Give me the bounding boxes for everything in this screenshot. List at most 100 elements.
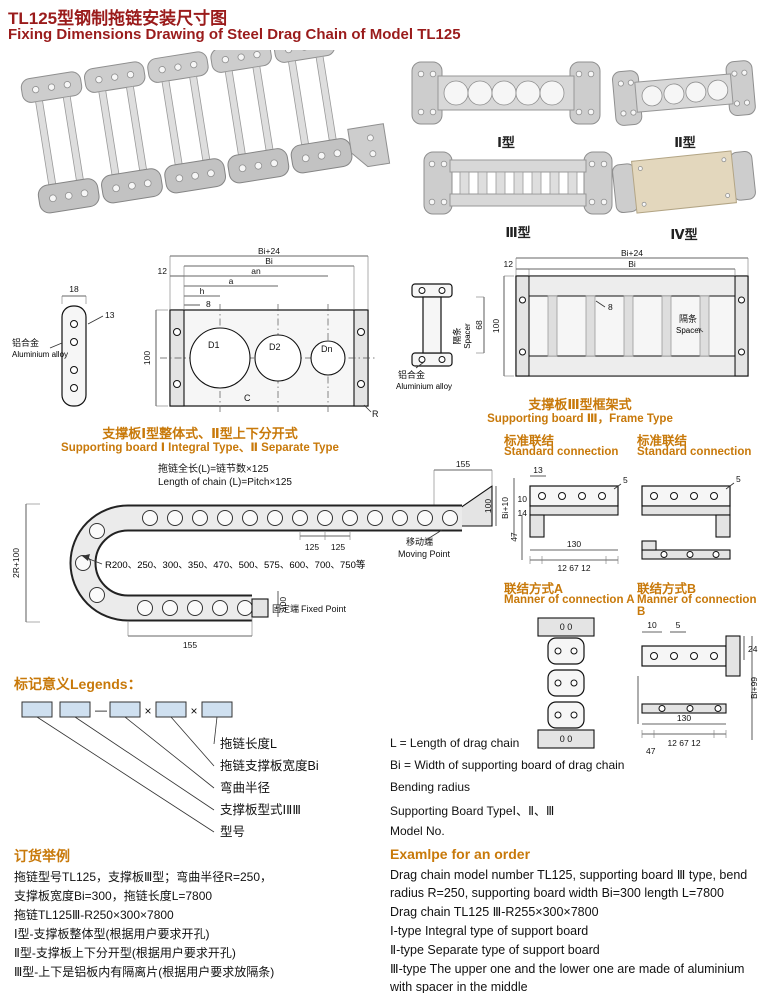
dim-14-label-a: 14 [518, 508, 528, 518]
legend-row-board-type-en: Supporting Board TypeⅠ、Ⅱ、Ⅲ [390, 804, 555, 818]
order-en-line: Drag chain TL125 Ⅲ-R255×300×7800 [390, 905, 599, 919]
legend-diagram: — × × 拖链长度L 拖链支撑板宽度Bi 弯曲半径 支撑板型式ⅠⅡⅢ 型号 [21, 701, 319, 839]
dim-5-label-mb: 5 [676, 620, 681, 630]
legend-box-model [21, 701, 53, 718]
dim-68-label: 68 [474, 320, 484, 330]
photo-type-4 [612, 150, 756, 214]
drawing-manner-connection-b: 10 5 24 Bi+99 130 12 67 12 47 [637, 620, 759, 756]
dim-a-label: a [229, 276, 234, 286]
legend-box-board-type [59, 701, 91, 718]
drawing1-caption-en: Supporting board Ⅰ Integral Type、Ⅱ Separ… [61, 442, 339, 454]
photo-type-1 [411, 61, 601, 125]
drawing-std-connection-a: Bi+10 13 10 14 5 130 12 67 12 47 [500, 465, 628, 573]
material-label-en-2: Aluminium alloy [396, 382, 452, 391]
dim-155-bottom-label: 155 [183, 640, 197, 650]
order-example-title-zh: 订货举例 [14, 848, 70, 864]
dim-47-label-mb: 47 [646, 746, 656, 756]
label-r: R [372, 409, 379, 419]
dim-13-label: 13 [105, 310, 115, 320]
dim-24-label-mb: 24 [748, 644, 758, 654]
legend-sep-x2: × [190, 704, 197, 718]
legend-sep-dash: — [95, 703, 107, 717]
legend-row-length-en: L = Length of drag chain [390, 736, 520, 750]
spacer-side-label-en: Spacer [463, 323, 472, 349]
dim-130-label-mb: 130 [677, 713, 691, 723]
dim-12-label-2: 12 [504, 259, 514, 269]
dim-5-label-a: 5 [623, 475, 628, 485]
dim-2r100-label: 2R+100 [11, 548, 21, 578]
order-en-line: Drag chain model number TL125, supportin… [390, 868, 748, 900]
crossbars [35, 55, 337, 186]
dim-bi-label-2: Bi [628, 259, 636, 269]
radius-values-label: R200、250、300、350、470、500、575、600、700、750… [105, 559, 366, 571]
spacer-side-label-zh: 隔条 [452, 327, 462, 345]
order-zh-line: Ⅰ型-支撑板整体型(根据用户要求开孔) [14, 927, 210, 941]
dim-an-label: an [251, 266, 261, 276]
chain-link-holes [75, 510, 458, 616]
chain-assembly [20, 50, 391, 214]
dim-bi24-label-2: Bi+24 [621, 250, 643, 258]
legend-row-board-type-zh: 支撑板型式ⅠⅡⅢ [220, 802, 301, 817]
order-en-line: Ⅰ-type Integral type of support board [390, 924, 589, 938]
legend-box-length [201, 701, 233, 718]
manner-b-en: Manner of connection B [637, 594, 757, 618]
order-en-line: Ⅲ-type The upper one and the lower one a… [390, 962, 745, 993]
dim-100-right-label: 100 [483, 499, 493, 513]
fixed-point-label-zh: 固定端 [272, 603, 299, 614]
dim-125-label-1: 125 [305, 542, 319, 552]
dim-10-label-mb: 10 [647, 620, 657, 630]
photo-type-3-label: Ⅲ型 [505, 225, 531, 240]
hole-d2-label: D2 [269, 342, 281, 352]
dim-8-label-2: 8 [608, 302, 613, 312]
near-rail [37, 138, 353, 214]
dim-10-label-a: 10 [518, 494, 528, 504]
legend-row-width-zh: 拖链支撑板宽度Bi [220, 758, 319, 773]
drawing-std-connection-b: 5 [641, 474, 741, 560]
photo-type-3 [423, 151, 613, 215]
dim-seg-label-a: 12 67 12 [557, 563, 590, 573]
dim-100-label: 100 [142, 351, 152, 365]
fixed-point-label-en: Fixed Point [301, 604, 347, 614]
order-zh-line: 拖链型号TL125，支撑板Ⅲ型；弯曲半径R=250， [14, 870, 272, 884]
dim-47-label-a: 47 [509, 532, 519, 542]
manner-a-en: Manner of connection A [504, 594, 635, 606]
manner-b-zh: 联结方式B [637, 582, 697, 596]
std-connection-a-zh: 标准联结 [504, 434, 555, 448]
std-connection-b-zh: 标准联结 [637, 434, 688, 448]
dim-bi99-label-mb: Bi+99 [749, 677, 759, 699]
drawing-support-board-1-2: 18 13 铝合金 Aluminium alloy D1 D2 Dn C R B… [12, 248, 379, 419]
hole-d1-label: D1 [208, 340, 220, 350]
moving-point-label-zh: 移动端 [406, 536, 433, 547]
legend-box-radius [109, 701, 141, 718]
far-rail [20, 50, 336, 103]
drawing1-caption-zh: 支撑板Ⅰ型整体式、Ⅱ型上下分开式 [102, 426, 298, 441]
front-view-frame: 8 隔条 Spacer [515, 275, 749, 377]
chain-formula-zh: 拖链全长(L)=链节数×125 [158, 462, 269, 475]
drawing-support-board-3: 隔条 Spacer 68 铝合金 Aluminium alloy 8 隔条 Sp… [396, 250, 749, 391]
label-c: C [244, 393, 251, 403]
holes-label-bottom: 0 0 [560, 734, 573, 744]
dim-125-label-2: 125 [331, 542, 345, 552]
legend-row-width-en: Bi = Width of supporting board of drag c… [390, 758, 625, 772]
order-zh-line: 拖链TL125Ⅲ-R250×300×7800 [14, 908, 174, 922]
spacer-inner-label-zh: 隔条 [679, 313, 697, 324]
order-example-en: Drag chain model number TL125, supportin… [390, 866, 758, 993]
order-zh-line: Ⅱ型-支撑板上下分开型(根据用户要求开孔) [14, 946, 236, 960]
dim-seg-label-mb: 12 67 12 [667, 738, 700, 748]
dim-12-label: 12 [158, 266, 168, 276]
hole-dn-label: Dn [321, 344, 333, 354]
side-view [61, 305, 87, 407]
dim-8-label: 8 [206, 299, 211, 309]
drawing2-caption-zh: 支撑板Ⅲ型框架式 [528, 397, 632, 412]
dim-155-top-label: 155 [456, 460, 470, 469]
manner-a-zh: 联结方式A [504, 582, 564, 596]
spacer-inner-label-en: Spacer [676, 326, 702, 335]
legend-title: 标记意义Legends： [14, 676, 142, 692]
chain-formula-en: Length of chain (L)=Pitch×125 [158, 477, 292, 488]
order-en-line: Ⅱ-type Separate type of support board [390, 943, 600, 957]
moving-point-label-en: Moving Point [398, 549, 451, 559]
photo-drag-chain-assembly [20, 50, 391, 214]
page-title-en: Fixing Dimensions Drawing of Steel Drag … [8, 26, 461, 43]
legend-box-width [155, 701, 187, 718]
legend-row-length-zh: 拖链长度L [220, 736, 277, 751]
